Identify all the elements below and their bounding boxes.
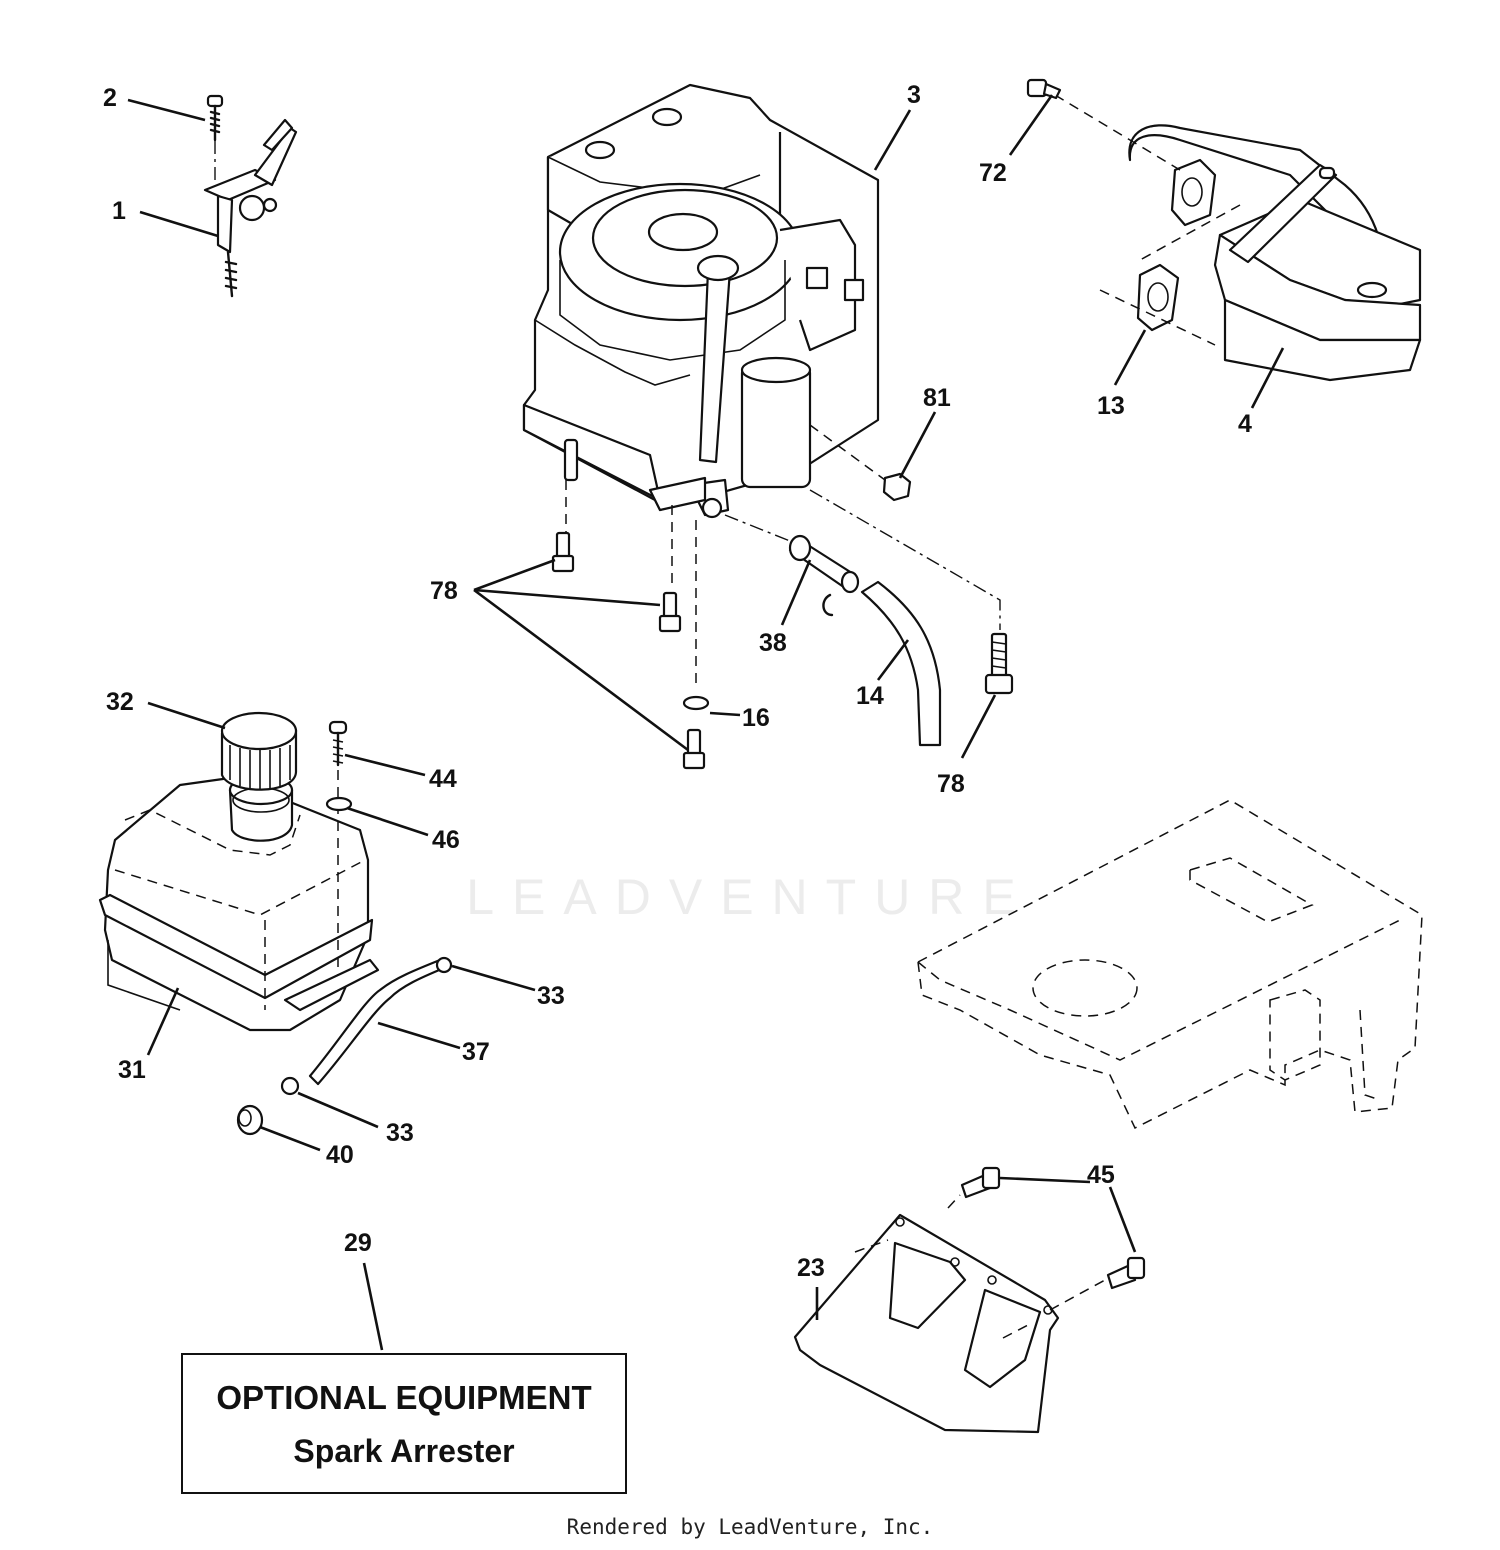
- callout-78b: 78: [937, 770, 965, 798]
- callout-44: 44: [429, 765, 457, 793]
- callout-45: 45: [1087, 1161, 1115, 1189]
- callout-13: 13: [1097, 392, 1125, 420]
- heat-shield-screws: [960, 1166, 1146, 1290]
- callout-78a: 78: [430, 577, 458, 605]
- engine: [522, 83, 880, 519]
- callout-33b: 33: [386, 1119, 414, 1147]
- callout-23: 23: [797, 1254, 825, 1282]
- exhaust-gasket: [1136, 263, 1180, 332]
- callout-32: 32: [106, 688, 134, 716]
- callout-46: 46: [432, 826, 460, 854]
- optional-equipment-subtitle: Spark Arrester: [293, 1433, 515, 1469]
- callout-labels: 1 2 3 4 13 14 16 23 29 31 32 33 33 37 38…: [103, 81, 1252, 1282]
- callout-14: 14: [856, 682, 884, 710]
- callout-37: 37: [462, 1038, 490, 1066]
- exhaust-gasket-upper: [1170, 158, 1217, 227]
- tank-bushing: [236, 1104, 264, 1136]
- watermark-text: LEADVENTURE: [466, 869, 1034, 925]
- callout-16: 16: [742, 704, 770, 732]
- heat-shield-plate: [793, 1213, 1060, 1434]
- throttle-control-lever: [203, 94, 298, 298]
- callout-40: 40: [326, 1141, 354, 1169]
- muffler: [1128, 124, 1422, 382]
- callout-72: 72: [979, 159, 1007, 187]
- callout-4: 4: [1238, 410, 1252, 438]
- fuel-cap: [220, 711, 298, 791]
- oil-drain-hose: [860, 580, 942, 747]
- hose-clamp-upper: [435, 956, 453, 974]
- optional-equipment-box: OPTIONAL EQUIPMENT Spark Arrester: [181, 1353, 627, 1494]
- callout-33a: 33: [537, 982, 565, 1010]
- exhaust-bolt: [1026, 78, 1062, 100]
- oil-drain-valve: [788, 534, 860, 617]
- engine-bolts: [551, 531, 1014, 770]
- callout-38: 38: [759, 629, 787, 657]
- leader-lines: [127, 94, 1285, 1351]
- optional-equipment-title: OPTIONAL EQUIPMENT: [216, 1379, 592, 1416]
- fuel-tank: [98, 774, 380, 1032]
- chassis-frame-outline: [917, 799, 1423, 1130]
- callout-1: 1: [112, 197, 126, 225]
- callout-3: 3: [907, 81, 921, 109]
- render-credit: Rendered by LeadVenture, Inc.: [566, 1515, 934, 1539]
- callout-29: 29: [344, 1229, 372, 1257]
- hose-clamp-lower: [280, 1076, 300, 1096]
- callout-81: 81: [923, 384, 951, 412]
- lock-washer: [682, 695, 710, 711]
- callout-2: 2: [103, 84, 117, 112]
- tank-washer: [325, 796, 353, 812]
- callout-31: 31: [118, 1056, 146, 1084]
- nut: [882, 472, 912, 502]
